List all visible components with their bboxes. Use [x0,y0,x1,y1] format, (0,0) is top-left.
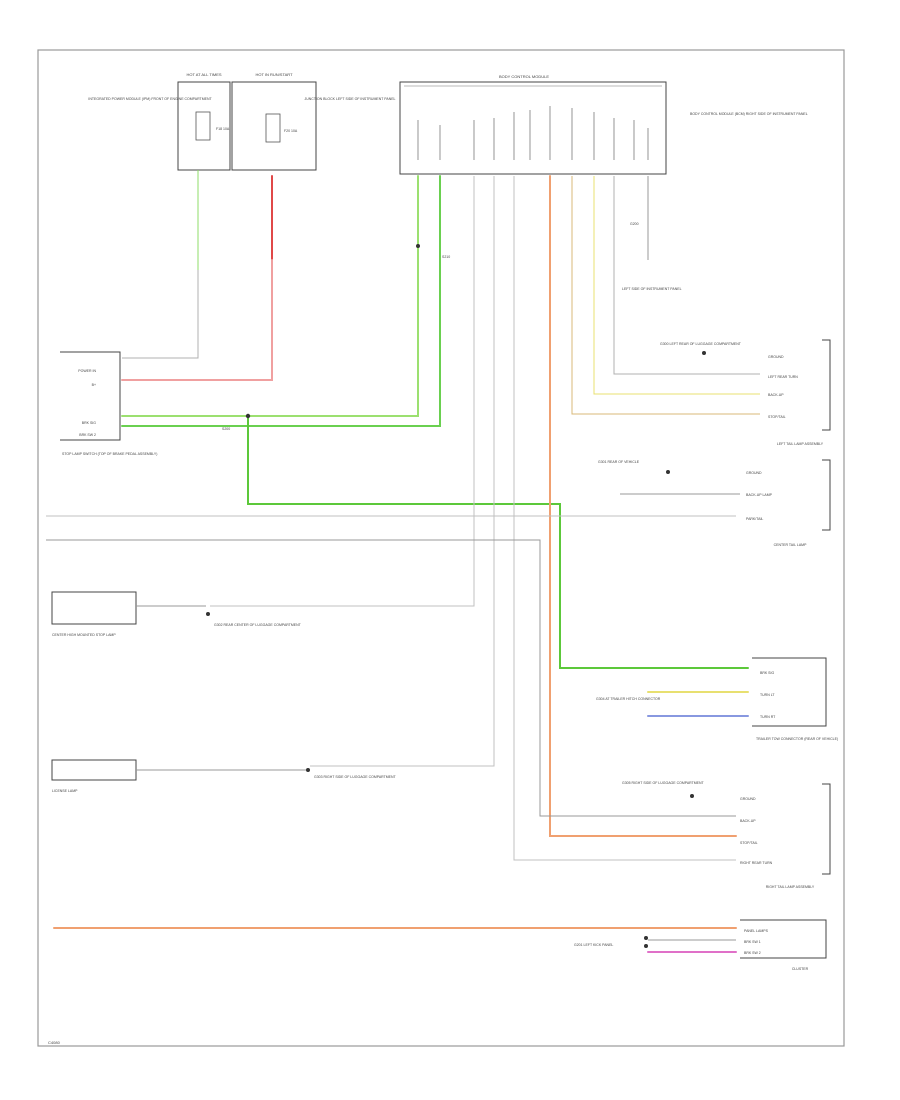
trailer-connector: TRAILER TOW CONNECTOR (REAR OF VEHICLE) … [596,657,838,741]
svg-text:BRK SIG: BRK SIG [82,421,96,425]
svg-text:G301 REAR OF VEHICLE: G301 REAR OF VEHICLE [598,460,640,464]
svg-text:BACK-UP LAMP: BACK-UP LAMP [746,493,773,497]
svg-text:GROUND: GROUND [768,355,784,359]
svg-text:BRK SIG: BRK SIG [760,671,774,675]
bcm-module: BODY CONTROL MODULE BODY CONTROL MODULE … [399,74,808,291]
stop-lamp-switch: STOP LAMP SWITCH (TOP OF BRAKE PEDAL ASS… [60,351,157,456]
stop-switch-label: STOP LAMP SWITCH (TOP OF BRAKE PEDAL ASS… [62,452,157,456]
bcm-ground: G200 [630,222,639,226]
fuse-left-title: HOT AT ALL TIMES [186,72,221,77]
svg-text:TURN LT: TURN LT [760,693,775,697]
fuse-mid-text: JUNCTION BLOCK LEFT SIDE OF INSTRUMENT P… [304,97,395,101]
svg-text:LEFT TAIL LAMP ASSEMBLY: LEFT TAIL LAMP ASSEMBLY [777,442,824,446]
fuse-mid-fuse: F20 10A [284,129,298,133]
svg-text:G305 RIGHT SIDE OF LUGGAGE COM: G305 RIGHT SIDE OF LUGGAGE COMPARTMENT [622,781,705,785]
fuse-left: HOT AT ALL TIMES INTEGRATED POWER MODULE… [88,72,231,171]
wire-brk-trailer [247,415,749,669]
diagram-frame [37,49,845,1047]
svg-text:G201 LEFT KICK PANEL: G201 LEFT KICK PANEL [574,943,613,947]
splice-1-label: S200 [222,427,230,431]
license-lamp: LICENSE LAMP G303 RIGHT SIDE OF LUGGAGE … [51,759,397,793]
chmsl: CENTER HIGH MOUNTED STOP LAMP G302 REAR … [51,591,302,637]
svg-text:B+: B+ [92,383,96,387]
svg-text:BRK SW 2: BRK SW 2 [744,951,761,955]
svg-text:BRK SW 1: BRK SW 1 [744,940,761,944]
bcm-pin-marks [417,106,649,160]
wire-left-turn [613,176,760,375]
svg-text:RIGHT REAR TURN: RIGHT REAR TURN [740,861,773,865]
wire-stop-tail-right [549,175,737,837]
svg-text:TRAILER TOW CONNECTOR (REAR OF: TRAILER TOW CONNECTOR (REAR OF VEHICLE) [756,737,838,741]
wire-gray-3 [513,176,736,861]
left-tail-lamp: LEFT TAIL LAMP ASSEMBLY G300 LEFT REAR O… [660,339,831,446]
splice-2-label: S210 [442,255,450,259]
svg-text:LEFT REAR TURN: LEFT REAR TURN [768,375,798,379]
svg-text:BACK-UP: BACK-UP [740,819,756,823]
svg-text:G300 LEFT REAR OF LUGGAGE COMP: G300 LEFT REAR OF LUGGAGE COMPARTMENT [660,342,742,346]
fuse-left-text: INTEGRATED POWER MODULE (IPM) FRONT OF E… [88,97,212,101]
svg-text:RIGHT TAIL LAMP ASSEMBLY: RIGHT TAIL LAMP ASSEMBLY [766,885,815,889]
bcm-title: BODY CONTROL MODULE [499,74,549,79]
splices: S200 S210 [222,244,450,431]
wire-bplus-b [121,259,273,381]
fuse-left-fuse: F18 10A [216,127,230,131]
svg-text:TURN RT: TURN RT [760,715,776,719]
svg-text:GROUND: GROUND [746,471,762,475]
svg-text:G303 RIGHT SIDE OF LUGGAGE COM: G303 RIGHT SIDE OF LUGGAGE COMPARTMENT [314,775,397,779]
wire-brk-sig [121,175,419,417]
svg-text:STOP/TAIL: STOP/TAIL [740,841,758,845]
bcm-right-text: BODY CONTROL MODULE (BCM) RIGHT SIDE OF … [690,112,808,116]
svg-text:CLUSTER: CLUSTER [792,967,809,971]
svg-text:BACK-UP: BACK-UP [768,393,784,397]
bcm-ground-text: LEFT SIDE OF INSTRUMENT PANEL [622,287,682,291]
cluster: CLUSTER PANEL LAMPS BRK SW 1 BRK SW 2 G2… [574,919,827,971]
svg-text:GROUND: GROUND [740,797,756,801]
wires [46,170,760,953]
fuse-mid: HOT IN RUN/START JUNCTION BLOCK LEFT SID… [231,72,396,171]
svg-text:CENTER TAIL LAMP: CENTER TAIL LAMP [774,543,807,547]
svg-text:G304 AT TRAILER HITCH CONNECTO: G304 AT TRAILER HITCH CONNECTOR [596,697,661,701]
wire-gray-1 [210,176,475,607]
svg-text:PANEL LAMPS: PANEL LAMPS [744,929,769,933]
center-tail-lamp: CENTER TAIL LAMP G301 REAR OF VEHICLE GR… [598,459,831,547]
svg-text:PARK/TAIL: PARK/TAIL [746,517,763,521]
right-tail-lamp: RIGHT TAIL LAMP ASSEMBLY G305 RIGHT SIDE… [622,781,831,889]
svg-text:POWER IN: POWER IN [78,369,96,373]
svg-text:CENTER HIGH MOUNTED STOP LAMP: CENTER HIGH MOUNTED STOP LAMP [52,633,116,637]
fuse-mid-title: HOT IN RUN/START [255,72,293,77]
wire-gray-2 [310,176,495,767]
svg-text:BRK SW 2: BRK SW 2 [79,433,96,437]
footer-code: C4080 [48,1040,61,1045]
wire-gray-5 [46,539,736,817]
svg-text:G302 REAR CENTER OF LUGGAGE CO: G302 REAR CENTER OF LUGGAGE COMPARTMENT [214,623,302,627]
svg-text:LICENSE LAMP: LICENSE LAMP [52,789,78,793]
wire-stop-tail-left [571,176,760,415]
wire-brk-sw2 [121,175,441,427]
wire-power-in-b [122,270,199,359]
wire-backup-left [593,176,760,395]
svg-text:STOP/TAIL: STOP/TAIL [768,415,786,419]
